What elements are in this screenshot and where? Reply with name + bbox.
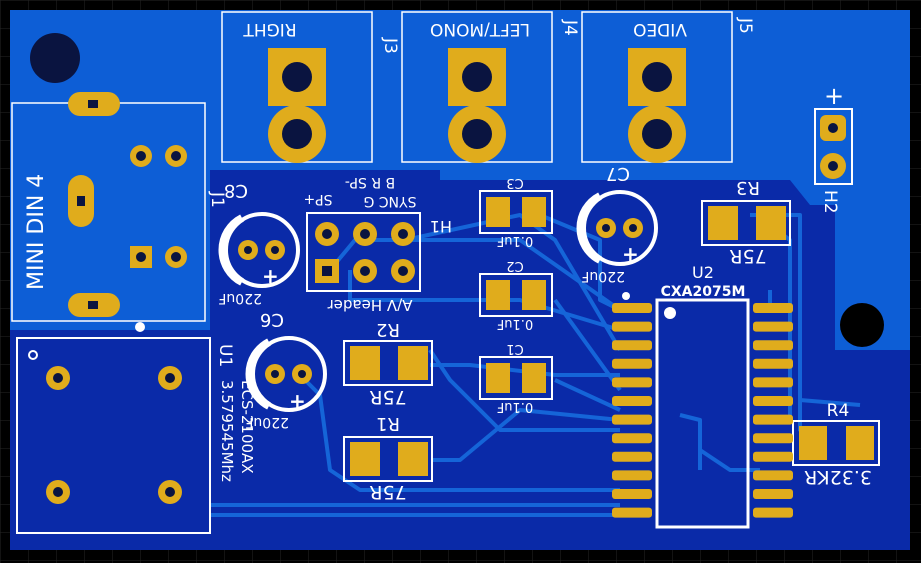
u2-pin (612, 507, 652, 518)
c2-value: 0.1uF (497, 316, 533, 331)
h2-ref: H2 (820, 190, 840, 214)
jack-j5: VIDEO J5 (581, 11, 755, 163)
u2-pin (753, 321, 793, 332)
r4-value: 3.32KR (804, 466, 872, 488)
u2-pin (612, 396, 652, 406)
u1-part: ECS-2100AX (238, 380, 256, 474)
r3-value: 75R (729, 245, 766, 267)
cap-c6: + C6 220uF (245, 309, 327, 430)
c3-ref: C3 (506, 175, 523, 190)
r1-ref: R1 (376, 413, 400, 434)
u2-pin (753, 358, 793, 369)
u2-ref: U2 (692, 263, 714, 282)
h1-pins-top: SYNC G (364, 193, 417, 209)
u2-pin (612, 303, 652, 313)
u2-pin (753, 470, 793, 481)
cap-c2: C2 0.1uF (479, 258, 553, 331)
c7-value: 220uF (581, 268, 625, 284)
cap-c3: C3 0.1uF (479, 175, 553, 248)
j3-label: RIGHT (243, 19, 297, 39)
u2-pin (612, 321, 652, 332)
c6-plus: + (289, 389, 306, 413)
cap-c7: + C7 220uF (576, 163, 658, 284)
u2-pin (753, 414, 793, 425)
header-h1: A/V Header H1 SYNC G B R SP- SP+ (303, 174, 452, 314)
cap-c1: C1 0.1uF (479, 341, 553, 414)
copper-pour-right-strip (796, 400, 910, 550)
c6-ref: C6 (260, 309, 284, 330)
j3-ref: J3 (380, 37, 400, 54)
ic-u2: U2 CXA2075M (612, 263, 793, 529)
c7-ref: C7 (606, 163, 630, 184)
header-h2: + H2 (814, 82, 853, 214)
u2-pin (753, 507, 793, 518)
resistor-r1: R1 75R (343, 413, 433, 503)
mounting-hole-right (840, 303, 884, 347)
j1-label: MINI DIN 4 (24, 174, 49, 290)
mounting-hole-top-left (30, 33, 80, 83)
u2-pin (612, 358, 652, 369)
c1-value: 0.1uF (497, 399, 533, 414)
cap-c8: + C8 220uF (218, 180, 300, 306)
jack-j3: RIGHT J3 (221, 11, 400, 163)
r4-ref: R4 (827, 401, 850, 421)
jack-j4: LEFT/MONO J4 (401, 11, 580, 163)
c8-ref: C8 (224, 180, 248, 201)
resistor-r3: R3 75R (701, 177, 791, 267)
c6-value: 220uF (245, 414, 289, 430)
u2-pin (612, 340, 652, 351)
j5-ref: J5 (735, 17, 755, 34)
h1-ref: H1 (430, 217, 452, 236)
h1-pins-mid: B R SP- (345, 174, 395, 190)
u2-pin (612, 433, 652, 444)
r1-value: 75R (369, 481, 406, 503)
c1-ref: C1 (506, 341, 523, 356)
u1-freq: 3.579545Mhz (218, 380, 236, 482)
u2-pin (612, 489, 652, 499)
c8-plus: + (262, 264, 279, 288)
c3-value: 0.1uF (497, 233, 533, 248)
r2-ref: R2 (376, 319, 400, 340)
c8-value: 220uF (218, 290, 262, 306)
h2-plus: + (824, 82, 844, 110)
h1-label: A/V Header (327, 296, 413, 314)
u2-pin (753, 377, 793, 388)
u2-pin (612, 414, 652, 425)
r2-value: 75R (369, 386, 406, 408)
u2-pin (753, 433, 793, 444)
j5-label: VIDEO (633, 19, 687, 39)
c7-plus: + (622, 242, 639, 266)
resistor-r4: R4 3.32KR (792, 401, 880, 488)
j4-label: LEFT/MONO (430, 19, 530, 39)
u2-pin (612, 377, 652, 388)
resistor-r2: R2 75R (343, 319, 433, 408)
r3-ref: R3 (736, 177, 760, 198)
u1-ref: U1 (215, 344, 235, 367)
j1-ref: J1 (207, 191, 227, 208)
u2-pins-left (612, 303, 652, 518)
u2-pin (753, 303, 793, 313)
u2-pin (753, 340, 793, 351)
u2-pin (612, 470, 652, 481)
u2-part: CXA2075M (661, 284, 746, 300)
j4-ref: J4 (560, 19, 580, 36)
u2-pin (753, 489, 793, 499)
crystal-u1: U1 ECS-2100AX 3.579545Mhz (16, 337, 256, 534)
h1-pins-extra: SP+ (303, 191, 332, 207)
u2-pin (753, 396, 793, 406)
connector-j1: MINI DIN 4 J1 (11, 92, 227, 332)
u2-pin (753, 451, 793, 462)
c2-ref: C2 (506, 258, 523, 273)
u2-pins-right (753, 303, 793, 518)
u2-pin (612, 451, 652, 462)
